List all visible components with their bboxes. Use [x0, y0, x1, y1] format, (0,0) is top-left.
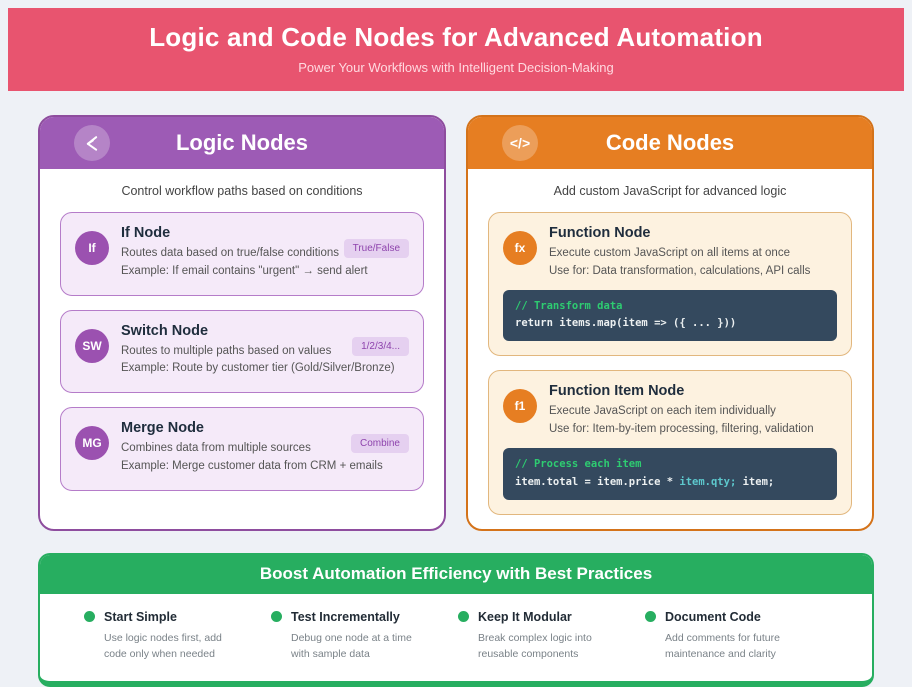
- green-dot-icon: [458, 611, 469, 623]
- merge-node-badge: Combine: [350, 434, 409, 454]
- merge-node-icon: MG: [75, 426, 109, 461]
- logic-card-title: Logic Nodes: [175, 130, 308, 155]
- practice-desc: Break complex logic into reusable compon…: [478, 631, 592, 661]
- switch-node-desc: Routes to multiple paths based on values: [121, 344, 332, 357]
- practice-title: Keep It Modular: [478, 609, 572, 624]
- merge-node-box: MG Merge Node Combines data from multipl…: [60, 407, 424, 491]
- switch-node-badge: 1/2/3/4...: [352, 336, 409, 356]
- practice-start-simple: Start Simple Use logic nodes first, add …: [84, 610, 271, 664]
- practice-desc: Add comments for future maintenance and …: [665, 631, 780, 661]
- page-subtitle: Power Your Workflows with Intelligent De…: [298, 60, 614, 75]
- practice-keep-it-modular: Keep It Modular Break complex logic into…: [458, 610, 645, 664]
- code-line: item.total = item.price * item.qty; item…: [515, 475, 775, 488]
- if-node-title: If Node: [121, 225, 171, 241]
- logic-card-subtitle: Control workflow paths based on conditio…: [121, 184, 363, 198]
- logic-nodes-card: Logic Nodes Control workflow paths based…: [38, 115, 446, 531]
- code-comment: // Transform data: [515, 299, 623, 312]
- code-comment: // Process each item: [515, 457, 642, 470]
- practice-desc: Debug one node at a time with sample dat…: [291, 631, 412, 661]
- green-dot-icon: [271, 611, 282, 623]
- green-dot-icon: [84, 611, 95, 623]
- code-nodes-card: </> Code Nodes Add custom JavaScript for…: [466, 115, 874, 531]
- function-item-node-icon: f1: [503, 389, 537, 424]
- function-item-node-title: Function Item Node: [549, 383, 685, 400]
- best-practices-header: Boost Automation Efficiency with Best Pr…: [40, 554, 872, 594]
- best-practices-body: Start Simple Use logic nodes first, add …: [40, 594, 872, 682]
- best-practices-title: Boost Automation Efficiency with Best Pr…: [259, 563, 653, 583]
- logic-card-header: Logic Nodes: [40, 117, 444, 169]
- page-title: Logic and Code Nodes for Advanced Automa…: [149, 22, 763, 52]
- if-node-example: Example: If email contains "urgent" → se…: [121, 264, 368, 277]
- best-practices-card: Boost Automation Efficiency with Best Pr…: [38, 552, 874, 687]
- function-node-usefor: Use for: Data transformation, calculatio…: [549, 264, 811, 277]
- code-card-subtitle: Add custom JavaScript for advanced logic: [553, 184, 787, 198]
- practice-document-code: Document Code Add comments for future ma…: [645, 610, 832, 664]
- green-dot-icon: [645, 611, 656, 623]
- merge-node-example: Example: Merge customer data from CRM + …: [121, 460, 383, 473]
- code-card-header: </> Code Nodes: [468, 117, 872, 169]
- if-node-desc: Routes data based on true/false conditio…: [121, 247, 340, 259]
- function-node-desc: Execute custom JavaScript on all items a…: [549, 247, 790, 259]
- switch-node-icon: SW: [75, 328, 109, 363]
- practice-test-incrementally: Test Incrementally Debug one node at a t…: [271, 610, 458, 664]
- switch-node-box: SW Switch Node Routes to multiple paths …: [60, 309, 424, 394]
- function-node-code-block: // Transform data return items.map(item …: [503, 289, 837, 342]
- function-item-node-usefor: Use for: Item-by-item processing, filter…: [549, 423, 814, 436]
- switch-node-title: Switch Node: [121, 322, 209, 339]
- practice-title: Test Incrementally: [291, 609, 400, 624]
- page-header: Logic and Code Nodes for Advanced Automa…: [8, 8, 904, 91]
- switch-node-example: Example: Route by customer tier (Gold/Si…: [121, 362, 395, 375]
- if-node-icon: If: [75, 231, 109, 265]
- function-node-icon: fx: [503, 231, 537, 265]
- if-node-box: If If Node Routes data based on true/fal…: [60, 212, 424, 296]
- code-card-title: Code Nodes: [605, 130, 735, 155]
- merge-node-title: Merge Node: [121, 420, 204, 437]
- function-item-node-box: f1 Function Item Node Execute JavaScript…: [488, 370, 852, 515]
- function-item-node-desc: Execute JavaScript on each item individu…: [549, 405, 776, 418]
- practice-title: Document Code: [665, 609, 761, 624]
- code-line: return items.map(item => ({ ... })): [515, 317, 737, 330]
- main-cards-row: Logic Nodes Control workflow paths based…: [0, 91, 912, 531]
- function-node-box: fx Function Node Execute custom JavaScri…: [488, 212, 852, 357]
- branch-arrow-icon: [74, 125, 110, 161]
- function-item-node-code-block: // Process each item item.total = item.p…: [503, 447, 837, 500]
- code-brackets-icon: </>: [502, 125, 538, 161]
- practice-desc: Use logic nodes first, add code only whe…: [104, 631, 222, 661]
- merge-node-desc: Combines data from multiple sources: [121, 442, 311, 455]
- function-node-title: Function Node: [549, 225, 651, 241]
- if-node-badge: True/False: [343, 239, 409, 258]
- practice-title: Start Simple: [104, 609, 177, 624]
